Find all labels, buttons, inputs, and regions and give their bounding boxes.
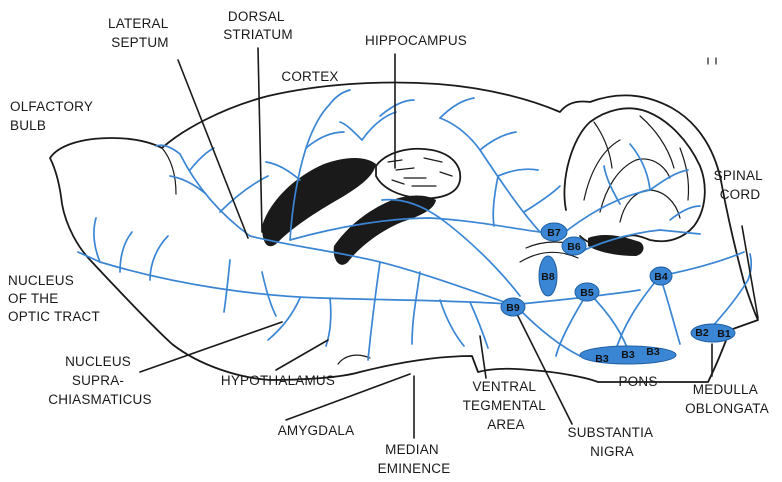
nucleus-b3-label-1: B3 xyxy=(595,353,609,365)
nucleus-b3-label-2: B3 xyxy=(621,349,635,361)
label-olfactory-bulb: OLFACTORY BULB xyxy=(10,99,97,133)
label-hypothalamus: HYPOTHALAMUS xyxy=(221,373,335,388)
nucleus-b5-label: B5 xyxy=(580,287,594,299)
label-dorsal-striatum: DORSAL STRIATUM xyxy=(223,9,293,42)
label-amygdala: AMYGDALA xyxy=(278,423,355,438)
label-pons: PONS xyxy=(618,374,657,389)
label-hippocampus: HIPPOCAMPUS xyxy=(365,33,467,48)
corner-ticks xyxy=(708,58,716,64)
nucleus-b1-label: B1 xyxy=(717,328,731,340)
nucleus-b7-label: B7 xyxy=(547,227,561,239)
nucleus-b9-label: B9 xyxy=(506,302,520,314)
nucleus-b4-label: B4 xyxy=(654,271,668,283)
nucleus-b6-label: B6 xyxy=(567,241,581,253)
brain-outline xyxy=(50,83,758,383)
label-nucleus-suprachiasmaticus: NUCLEUS SUPRA- CHIASMATICUS xyxy=(48,354,151,407)
nucleus-b3-label-3: B3 xyxy=(646,346,660,358)
label-substantia-nigra: SUBSTANTIA NIGRA xyxy=(568,425,657,459)
fiber-network xyxy=(78,90,751,360)
nucleus-b2-label: B2 xyxy=(695,327,709,339)
label-medulla-oblongata: MEDULLA OBLONGATA xyxy=(685,382,769,416)
label-median-eminence: MEDIAN EMINENCE xyxy=(378,442,451,476)
label-ventral-tegmental-area: VENTRAL TEGMENTAL AREA xyxy=(463,379,550,432)
region-labels: LATERAL SEPTUM DORSAL STRIATUM HIPPOCAMP… xyxy=(8,9,769,476)
label-cortex: CORTEX xyxy=(281,69,338,84)
label-lateral-septum: LATERAL SEPTUM xyxy=(108,16,172,50)
nucleus-b8-label: B8 xyxy=(541,271,555,283)
label-nucleus-optic-tract: NUCLEUS OF THE OPTIC TRACT xyxy=(8,273,100,324)
